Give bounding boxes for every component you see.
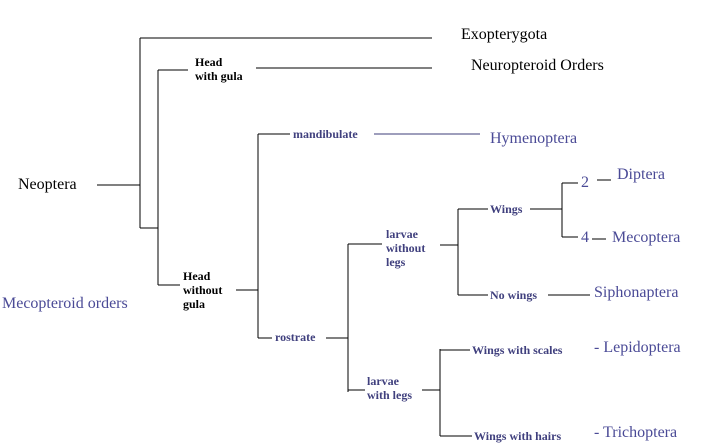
label-mecoptera: Mecoptera [612, 229, 681, 246]
label-hymenoptera: Hymenoptera [490, 130, 578, 147]
label-wings-with-hairs: Wings with hairs [474, 429, 562, 443]
label-diptera: Diptera [617, 166, 665, 183]
label-mandibulate: mandibulate [293, 127, 358, 141]
label-wing-count-4: 4 [581, 229, 589, 246]
label-lepidoptera: - Lepidoptera [594, 339, 681, 356]
label-wings-with-scales: Wings with scales [472, 343, 563, 357]
label-neoptera: Neoptera [18, 176, 77, 193]
label-rostrate: rostrate [275, 330, 316, 344]
label-trichoptera: - Trichoptera [594, 424, 678, 441]
label-neuropteroid-orders: Neuropteroid Orders [471, 57, 604, 74]
label-mecopteroid-orders: Mecopteroid orders [2, 295, 128, 312]
label-wing-count-2: 2 [581, 174, 589, 191]
label-wings: Wings [490, 202, 523, 216]
label-siphonaptera: Siphonaptera [594, 284, 679, 301]
label-head-without-gula: Head without gula [183, 269, 223, 311]
label-exopterygota: Exopterygota [461, 26, 548, 43]
label-larvae-without-legs: larvae without legs [386, 227, 426, 269]
label-no-wings: No wings [490, 288, 538, 302]
label-larvae-with-legs: larvae with legs [367, 374, 412, 402]
label-head-with-gula: Head with gula [195, 55, 243, 83]
